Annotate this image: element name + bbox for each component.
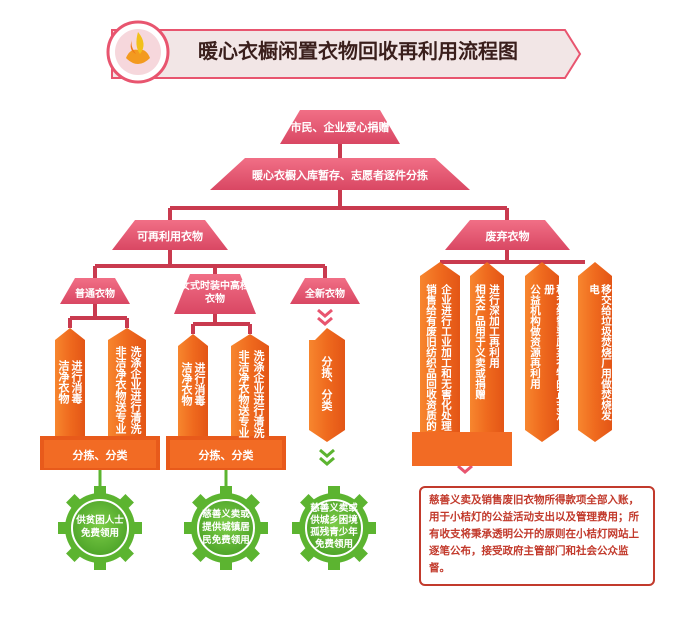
womens-clean-action-text: 进行消毒 xyxy=(193,362,206,406)
waste-box-3 xyxy=(525,262,559,442)
ordinary-dirty-text: 非洁净衣物送专业 xyxy=(114,346,127,434)
gear-womens xyxy=(184,486,268,570)
waste-text-1b: 企业进行工业加工和无害化处理 xyxy=(440,284,452,431)
waste-shape xyxy=(445,220,570,250)
gear-ordinary-text: 供贫困人士免费领用 xyxy=(76,515,124,539)
waste-box-1 xyxy=(420,262,460,440)
logo-icon xyxy=(106,20,170,84)
ordinary-clean-text: 洁净衣物 xyxy=(57,360,70,404)
womens-label: 女式时装中高档衣物 xyxy=(180,281,250,305)
womens-dirty-box xyxy=(231,334,269,440)
warehouse-label: 暖心衣橱入库暂存、志愿者逐件分拣 xyxy=(252,169,428,182)
ordinary-clean-action-text: 进行消毒 xyxy=(70,360,83,404)
waste-box-2 xyxy=(470,262,504,440)
womens-sort-label: 分拣、分类 xyxy=(198,449,254,462)
waste-text-4: 移交给垃圾焚烧厂用做焚烧发电 xyxy=(588,284,612,421)
funds-note: 慈善义卖及销售废旧衣物所得款项全部入账，用于小桔灯的公益活动支出以及管理费用；所… xyxy=(419,486,655,586)
ordinary-dirty-action-text: 洗涤企业进行清洗 xyxy=(129,346,142,434)
donate-label: 市民、企业爱心捐赠 xyxy=(290,121,390,134)
ordinary-dirty-box xyxy=(108,328,146,440)
new-label: 全新衣物 xyxy=(305,289,345,300)
connector-lines xyxy=(68,144,585,334)
new-box xyxy=(309,328,345,442)
waste-text-2a: 相关产品用于义卖或捐赠 xyxy=(474,284,486,400)
new-shape xyxy=(290,278,360,304)
new-sort-text: 分拣、分类 xyxy=(320,356,333,411)
womens-dirty-text: 非洁净衣物送专业 xyxy=(237,350,250,438)
waste-text-1a: 销售给有废旧纺织品回收资质的 xyxy=(425,284,437,431)
waste-text-3a: 公益机构做资源再利用 xyxy=(529,284,541,389)
gear-ordinary xyxy=(58,486,142,570)
donate-shape xyxy=(280,110,400,144)
womens-clean-text: 洁净衣物 xyxy=(180,362,193,406)
gear-new-text: 慈善义卖或供城乡困境孤残青少年免费领用 xyxy=(310,503,358,550)
waste-text-3b: 移交给需要废弃衣物的正式注册 xyxy=(543,284,567,421)
waste-text-2b: 进行深加工再利用 xyxy=(488,284,500,368)
reusable-shape xyxy=(112,220,228,250)
womens-dirty-action-text: 洗涤企业进行清洗 xyxy=(252,350,265,438)
reusable-label: 可再利用衣物 xyxy=(137,230,203,243)
page-title: 暖心衣橱闲置衣物回收再利用流程图 xyxy=(198,39,518,63)
ordinary-label: 普通衣物 xyxy=(75,289,115,300)
womens-clean-box xyxy=(178,334,208,440)
gear-womens-text: 慈善义卖或提供城镇居民免费领用 xyxy=(202,509,250,546)
waste-box-4 xyxy=(578,262,612,442)
gear-new xyxy=(292,486,376,570)
ordinary-clean-box xyxy=(55,328,85,440)
ordinary-sort-label: 分拣、分类 xyxy=(72,449,128,462)
ordinary-shape xyxy=(60,278,130,304)
waste-label: 废弃衣物 xyxy=(485,230,530,243)
warehouse-shape xyxy=(210,158,470,190)
womens-shape xyxy=(174,274,256,314)
title-banner xyxy=(111,29,582,79)
waste-base xyxy=(412,432,512,466)
